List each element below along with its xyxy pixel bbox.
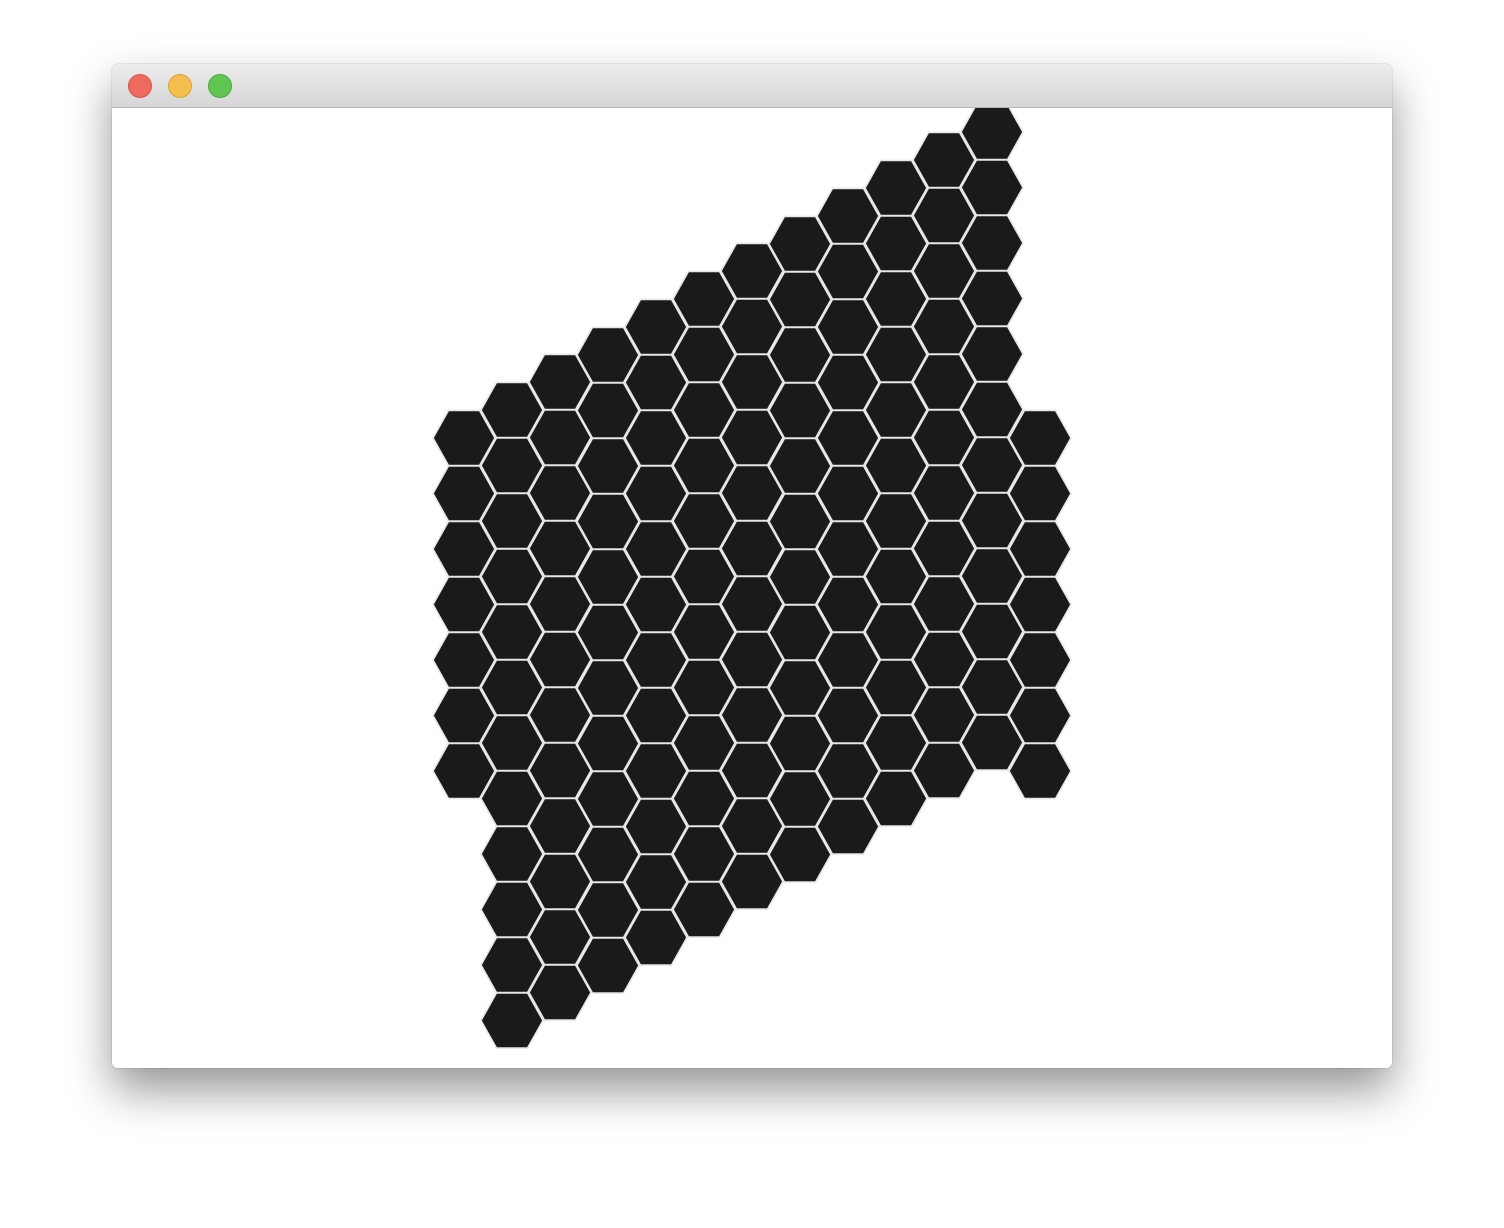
game-canvas[interactable] [112,108,1392,1068]
app-window [112,64,1392,1068]
hex-cell[interactable] [912,742,976,799]
hex-cell[interactable] [480,992,544,1049]
hex-cell[interactable] [816,798,880,855]
hex-cell[interactable] [960,714,1024,771]
hex-cell[interactable] [864,770,928,827]
zoom-button[interactable] [208,74,232,98]
hex-board[interactable] [112,108,1392,1068]
hex-cell[interactable] [1008,742,1072,800]
minimize-button[interactable] [168,74,192,98]
hex-cell[interactable] [720,853,784,910]
close-button[interactable] [128,74,152,98]
hex-cell[interactable] [528,964,592,1021]
title-bar[interactable] [112,64,1392,108]
hex-cell[interactable] [672,881,736,938]
hex-cell[interactable] [432,742,496,800]
hex-cell[interactable] [576,937,640,994]
hex-cell[interactable] [624,909,688,966]
hex-cell[interactable] [768,826,832,883]
